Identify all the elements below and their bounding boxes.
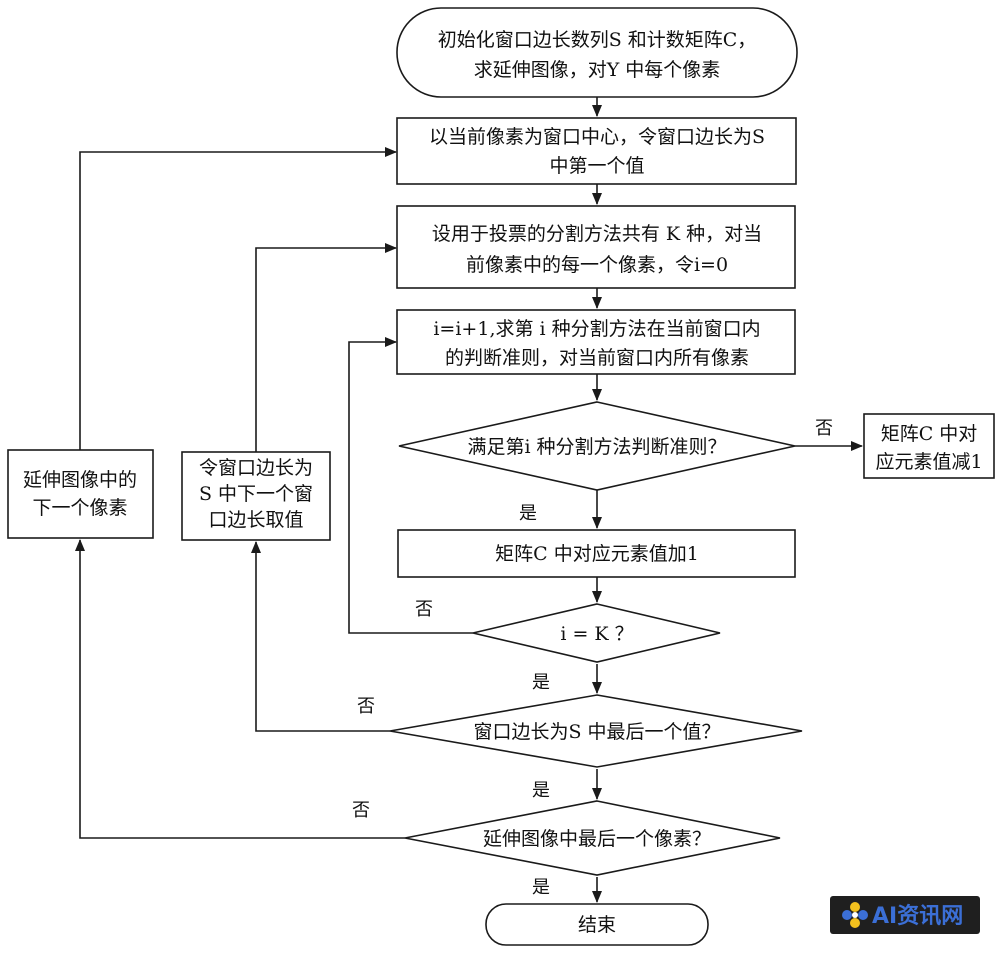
node-next-pixel: 延伸图像中的 下一个像素: [7, 449, 154, 539]
compute-criterion-line-2: 的判断准则，对当前窗口内所有像素: [445, 347, 749, 369]
node-matrix-minus: 矩阵C 中对 应元素值减1: [863, 413, 995, 479]
start-line-2: 求延伸图像，对Y 中每个像素: [474, 59, 721, 81]
node-set-methods: 设用于投票的分割方法共有 K 种，对当 前像素中的每一个像素，令i=0: [396, 205, 796, 289]
label-yes-criterion: 是: [519, 503, 537, 524]
check-k-diamond: [472, 603, 721, 663]
node-matrix-plus: 矩阵C 中对应元素值加1: [397, 529, 796, 578]
matrix-minus-line-2: 应元素值减1: [875, 451, 982, 473]
start-terminal: [396, 7, 798, 98]
set-methods-box: [396, 205, 796, 289]
end-text: 结束: [578, 914, 616, 936]
check-k-text: i = K ？: [560, 623, 633, 645]
next-window-line-1: 令窗口边长为: [199, 457, 313, 479]
arrow-lastpix-to-nextpix: [75, 539, 405, 839]
next-window-box: [181, 451, 331, 541]
arrow-nextwin-to-methods: [255, 243, 397, 452]
node-next-window: 令窗口边长为 S 中下一个窗 口边长取值: [181, 451, 331, 541]
matrix-plus-box: [397, 529, 796, 578]
watermark-text: AI资讯网: [872, 904, 963, 929]
compute-criterion-line-1: i=i+1,求第 i 种分割方法在当前窗口内: [433, 318, 760, 340]
label-yes-k: 是: [532, 672, 550, 693]
connectors: [75, 97, 863, 903]
node-check-last-pixel: 延伸图像中最后一个像素？: [404, 800, 781, 876]
matrix-plus-text: 矩阵C 中对应元素值加1: [495, 543, 699, 565]
node-check-last-window: 窗口边长为S 中最后一个值？: [389, 694, 803, 768]
check-last-window-text: 窗口边长为S 中最后一个值？: [473, 721, 720, 743]
label-no-last-window: 否: [357, 696, 375, 717]
node-end: 结束: [485, 903, 709, 946]
check-last-window-diamond: [389, 694, 803, 768]
matrix-minus-line-1: 矩阵C 中对: [881, 423, 978, 445]
cross-flower-icon: [842, 902, 868, 928]
arrow-lastwin-to-nextwin: [251, 541, 390, 732]
check-last-pixel-text: 延伸图像中最后一个像素？: [483, 828, 711, 850]
set-methods-line-1: 设用于投票的分割方法共有 K 种，对当: [432, 223, 762, 245]
next-window-line-3: 口边长取值: [208, 509, 303, 531]
label-no-criterion: 否: [815, 418, 833, 439]
label-yes-last-pixel: 是: [532, 877, 550, 898]
arrow-checkk-loop: [348, 337, 473, 634]
next-pixel-line-1: 延伸图像中的: [23, 469, 137, 491]
watermark-background: [830, 896, 980, 934]
edge-labels: 否 是 否 是 否 是 否 是: [352, 418, 833, 898]
matrix-minus-box: [863, 413, 995, 479]
watermark: AI资讯网: [830, 896, 980, 934]
label-no-last-pixel: 否: [352, 800, 370, 821]
set-window-line-1: 以当前像素为窗口中心，令窗口边长为S: [429, 126, 765, 148]
node-compute-criterion: i=i+1,求第 i 种分割方法在当前窗口内 的判断准则，对当前窗口内所有像素: [396, 309, 796, 375]
node-check-criterion: 满足第i 种分割方法判断准则？: [398, 401, 796, 491]
set-window-box: [396, 117, 797, 185]
next-pixel-box: [7, 449, 154, 539]
check-last-pixel-diamond: [404, 800, 781, 876]
compute-criterion-box: [396, 309, 796, 375]
arrow-nextpix-to-window: [79, 147, 397, 450]
start-line-1: 初始化窗口边长数列S 和计数矩阵C，: [438, 29, 757, 51]
check-criterion-diamond: [398, 401, 796, 491]
node-set-window: 以当前像素为窗口中心，令窗口边长为S 中第一个值: [396, 117, 797, 185]
node-check-k: i = K ？: [472, 603, 721, 663]
set-window-line-2: 中第一个值: [549, 155, 644, 177]
label-yes-last-window: 是: [532, 780, 550, 801]
node-start: 初始化窗口边长数列S 和计数矩阵C， 求延伸图像，对Y 中每个像素: [396, 7, 798, 98]
label-no-k: 否: [415, 599, 433, 620]
end-terminal: [485, 903, 709, 946]
check-criterion-text: 满足第i 种分割方法判断准则？: [467, 436, 726, 458]
next-pixel-line-2: 下一个像素: [32, 497, 127, 519]
next-window-line-2: S 中下一个窗: [199, 483, 313, 505]
set-methods-line-2: 前像素中的每一个像素，令i=0: [466, 254, 728, 276]
